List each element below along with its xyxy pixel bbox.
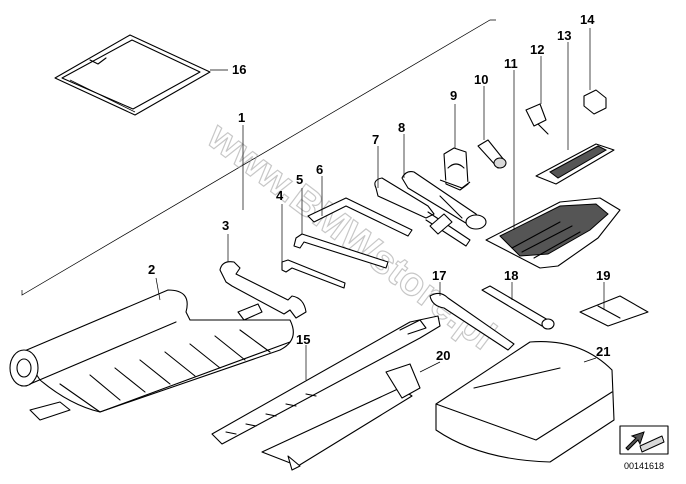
label-14: 14	[580, 12, 595, 27]
part-extension	[481, 285, 555, 330]
part-tool-set	[485, 197, 621, 269]
label-15: 15	[296, 332, 310, 347]
label-21: 21	[596, 344, 610, 359]
reference-number: 00141618	[624, 461, 664, 471]
leader-lines	[155, 28, 605, 380]
label-11: 11	[504, 56, 518, 71]
label-16: 16	[232, 62, 246, 77]
part-document-wallet	[54, 34, 211, 116]
label-4: 4	[276, 188, 284, 203]
part-gauge	[535, 143, 615, 185]
label-13: 13	[557, 28, 571, 43]
arrow-icon	[625, 431, 645, 451]
label-1: 1	[238, 110, 245, 125]
label-6: 6	[316, 162, 323, 177]
part-tyre-lever	[211, 315, 441, 445]
part-strap	[261, 363, 421, 471]
part-screwdriver	[374, 177, 471, 247]
part-box-spanner	[401, 171, 487, 230]
part-clip	[439, 147, 471, 191]
part-tool-roll	[9, 289, 294, 421]
part-hex-key-medium	[293, 233, 389, 269]
part-first-aid	[435, 341, 615, 463]
label-3: 3	[222, 218, 229, 233]
part-spanner	[219, 261, 307, 319]
part-hex-key-small	[281, 259, 346, 289]
label-7: 7	[372, 132, 379, 147]
label-19: 19	[596, 268, 610, 283]
part-hook-spanner	[429, 292, 515, 351]
assembly-bracket	[21, 19, 496, 296]
part-valve-tool	[525, 103, 549, 135]
part-labels: 1 2 3 4 5 6 7 8 9 10 11 12 13 14 15 16 1…	[148, 12, 610, 363]
label-5: 5	[296, 172, 303, 187]
label-2: 2	[148, 262, 155, 277]
label-9: 9	[450, 88, 457, 103]
part-socket	[477, 139, 507, 169]
label-10: 10	[474, 72, 488, 87]
label-12: 12	[530, 42, 544, 57]
label-8: 8	[398, 120, 405, 135]
label-18: 18	[504, 268, 518, 283]
label-20: 20	[436, 348, 450, 363]
reference-box: 00141618	[619, 425, 669, 471]
label-17: 17	[432, 268, 446, 283]
part-fuse	[583, 89, 607, 115]
part-feeler	[579, 295, 649, 327]
part-hex-key-large	[307, 197, 413, 237]
